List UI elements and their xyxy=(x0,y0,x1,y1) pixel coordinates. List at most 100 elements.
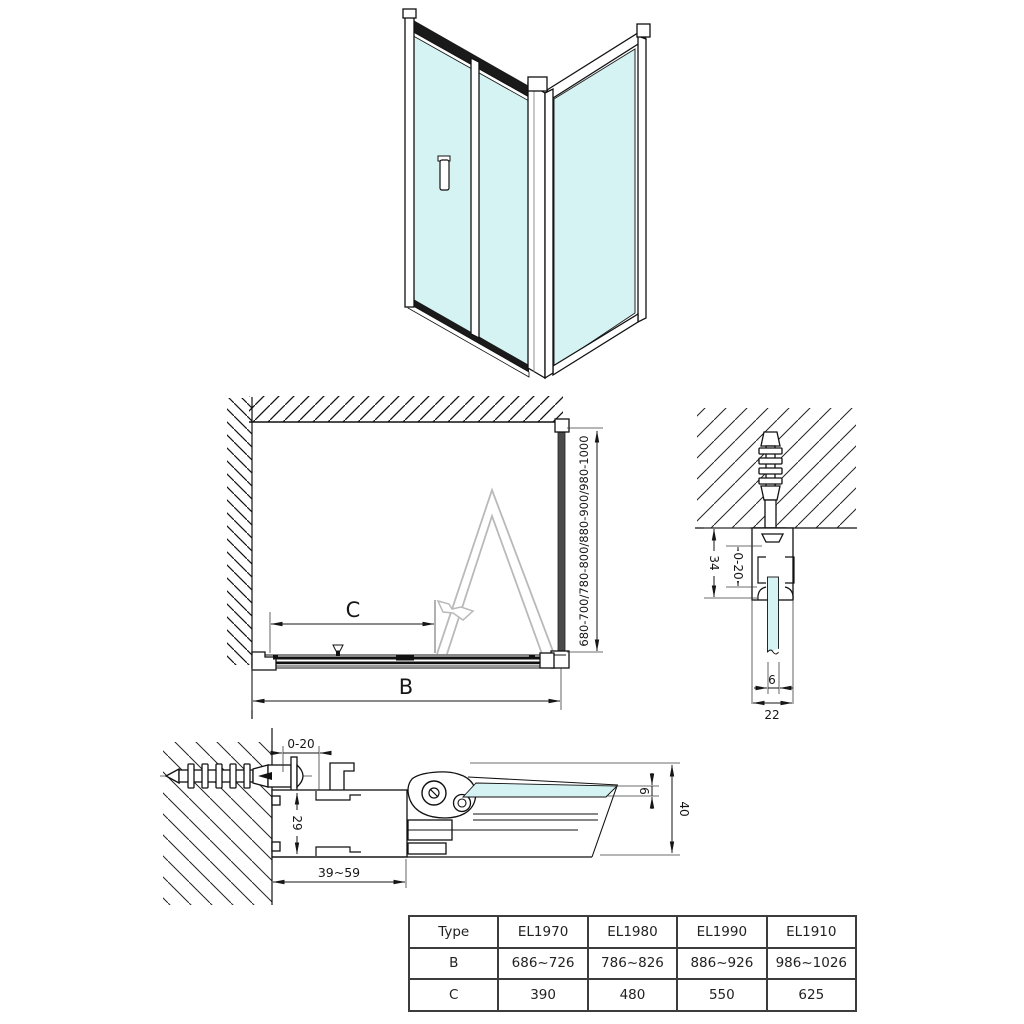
rail-guide xyxy=(332,644,344,652)
door-glass-right xyxy=(478,66,529,368)
profile-top-tab xyxy=(329,762,355,790)
door-handle xyxy=(439,159,450,191)
profile-arc-right xyxy=(784,586,794,601)
elevation-view: C B 680-700/780-800/880-900/980-1000 xyxy=(227,396,603,719)
glass-top-line xyxy=(467,776,619,786)
table-row-label: B xyxy=(407,946,500,981)
glass-break-line xyxy=(767,649,779,655)
hinge-bracket-lower xyxy=(407,842,447,855)
profile-hook-right xyxy=(785,556,795,584)
door-fold-mullion xyxy=(470,56,480,340)
door-leaf-edge xyxy=(591,785,618,858)
label-mask xyxy=(707,551,720,576)
rail-right-bracket xyxy=(539,652,555,669)
rail-guide-stem xyxy=(336,651,340,656)
anchor-rib xyxy=(243,763,251,789)
rail-stop-right xyxy=(529,655,535,660)
screw-flange xyxy=(290,756,298,796)
table-header-model: EL1970 xyxy=(497,915,589,949)
table-header-model: EL1980 xyxy=(586,915,679,949)
bottom-rail-mid xyxy=(262,661,552,664)
dim-label-c: C xyxy=(346,598,361,622)
table-row: C 390 480 550 625 xyxy=(407,978,858,1012)
wall-profile-bar xyxy=(557,429,566,653)
rail-latch xyxy=(396,655,414,661)
profile-arc-left xyxy=(757,586,767,601)
side-panel-right-frame xyxy=(637,35,647,324)
profile-notch-bottom xyxy=(271,841,281,852)
dim-label-40: 40 xyxy=(677,801,691,816)
hinge-screw-small-center xyxy=(457,798,467,808)
label-mask xyxy=(290,810,303,836)
rail-stop-left xyxy=(273,655,278,660)
table-cell: 550 xyxy=(676,978,768,1012)
wall-hatch-left xyxy=(227,398,252,665)
corner-post xyxy=(527,81,546,380)
glass-break-mask xyxy=(766,648,781,662)
profile-screw-boss xyxy=(760,533,785,543)
dim-label-glass: 6 xyxy=(637,787,651,795)
wall-profile-detail: 34 0-20 6 22 xyxy=(695,408,857,722)
table-row: B 686~726 786~826 886~926 986~1026 xyxy=(407,946,858,981)
open-door-outer xyxy=(436,487,555,655)
dim-label-range: 39~59 xyxy=(318,865,360,880)
label-mask xyxy=(731,551,744,581)
hinge-screw-slot-line xyxy=(429,788,439,798)
dim-label-29: 29 xyxy=(290,815,304,830)
dim-label-glass: 6 xyxy=(768,673,776,687)
table-cell: 390 xyxy=(497,978,589,1012)
anchor-rib xyxy=(758,457,783,465)
table-header-row: Type EL1970 EL1980 EL1990 EL1910 xyxy=(407,915,858,949)
glass-section xyxy=(767,576,779,658)
dim-label-22: 22 xyxy=(764,708,779,722)
anchor-shaft xyxy=(764,499,777,529)
isometric-view xyxy=(402,8,651,380)
door-top-rail xyxy=(408,17,529,97)
table-header-model: EL1910 xyxy=(765,915,858,949)
screw-arrow-mark xyxy=(258,772,272,780)
table-row-label: C xyxy=(407,978,500,1012)
dim-label-b: B xyxy=(399,675,413,699)
anchor-rib xyxy=(229,763,237,789)
door-left-cap xyxy=(402,8,417,19)
anchor-rib xyxy=(758,447,783,455)
wall-hatch-top xyxy=(249,396,563,422)
plan-detail: 29 0-20 39~59 6 xyxy=(160,728,691,905)
dim-label-34: 34 xyxy=(707,555,721,570)
bottom-rail-lower xyxy=(262,664,552,667)
dim-label-height: 680-700/780-800/880-900/980-1000 xyxy=(577,435,591,646)
side-panel-glass xyxy=(553,48,636,368)
table-cell: 786~826 xyxy=(586,946,679,981)
corner-cap xyxy=(527,76,548,92)
door-bottom-rail xyxy=(408,296,529,372)
table-cell: 686~726 xyxy=(497,946,589,981)
door-left-stile xyxy=(404,13,415,308)
table-header-model: EL1990 xyxy=(676,915,768,949)
profile-hook-left xyxy=(757,556,766,584)
spec-table: Type EL1970 EL1980 EL1990 EL1910 B 686~7… xyxy=(407,915,858,1012)
table-cell: 625 xyxy=(765,978,858,1012)
anchor-rib xyxy=(758,467,783,475)
glass-section xyxy=(461,782,619,798)
profile-hook-top xyxy=(315,791,361,801)
anchor-taper xyxy=(760,485,781,501)
anchor-rib xyxy=(187,763,195,789)
side-panel-left-frame xyxy=(544,87,554,380)
table-cell: 986~1026 xyxy=(765,946,858,981)
anchor-tip xyxy=(760,431,781,447)
table-cell: 480 xyxy=(586,978,679,1012)
dim-label-0-20: 0-20 xyxy=(287,737,314,751)
side-panel-corner-cap xyxy=(636,23,651,38)
table-cell: 886~926 xyxy=(676,946,768,981)
profile-notch-top xyxy=(271,795,281,806)
profile-top-cap xyxy=(554,418,570,433)
screw-head xyxy=(296,763,304,789)
anchor-rib xyxy=(201,763,209,789)
profile-hook-bottom xyxy=(315,846,361,856)
anchor-rib xyxy=(215,763,223,789)
table-header-type: Type xyxy=(407,915,500,949)
anchor-rib xyxy=(758,477,783,485)
dim-label-0-20: 0-20 xyxy=(731,552,745,579)
